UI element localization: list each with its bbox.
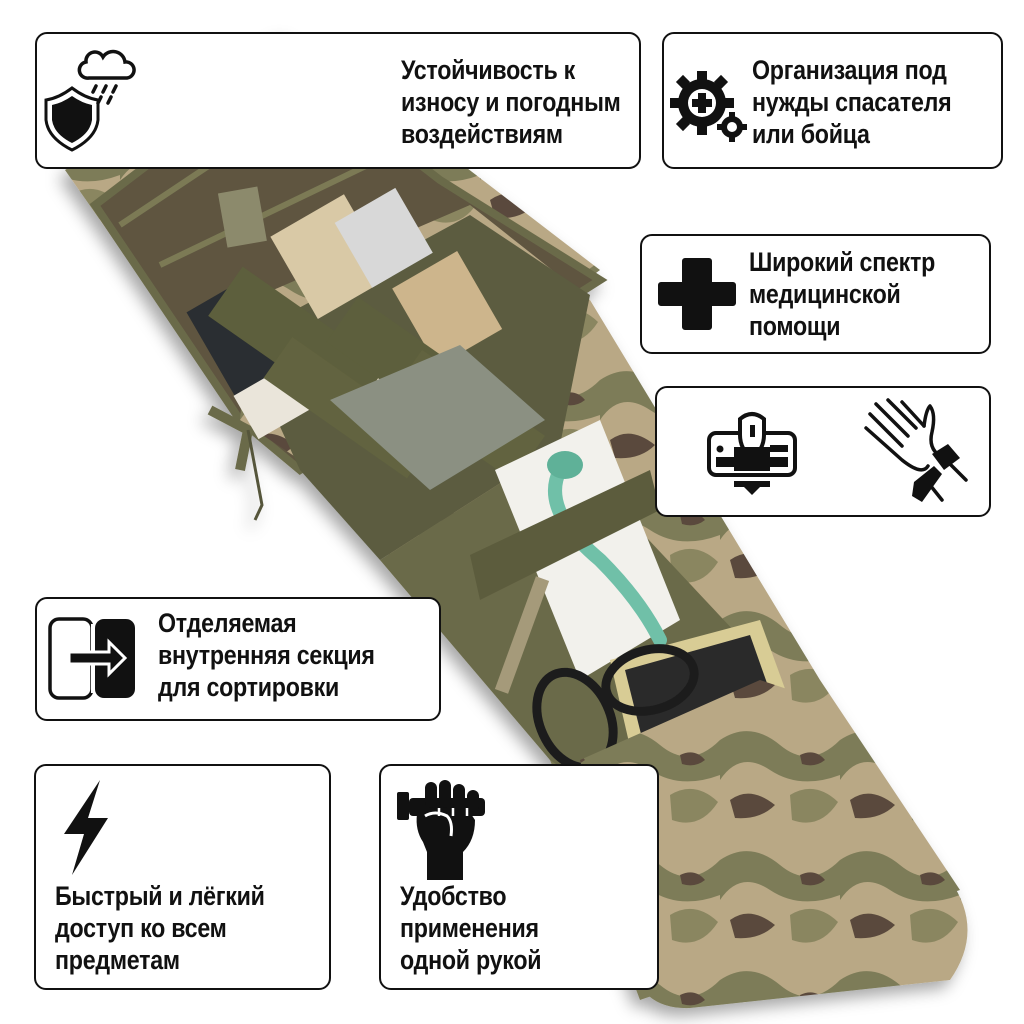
feature-text-medical: Широкий спектр медицинской помощи [749, 247, 936, 341]
fist-grip-icon [397, 780, 485, 880]
shield-rain-icon [44, 49, 136, 152]
molle-shield-icon [707, 412, 797, 495]
lightning-icon [64, 780, 108, 875]
feature-card-fast-access [34, 764, 331, 990]
tourniquet-wrist-icon [864, 398, 968, 502]
feature-text-fast-access: Быстрый и лёгкий доступ ко всем предмета… [55, 881, 265, 975]
feature-card-weather [35, 32, 641, 169]
gear-medical-icon [670, 71, 747, 142]
feature-card-detachable [35, 597, 441, 721]
medical-cross-icon [658, 258, 736, 330]
pull-handle [580, 680, 968, 1009]
feature-text-detachable: Отделяемая внутренняя секция для сортиро… [158, 608, 375, 702]
feature-text-organization: Организация под нужды спасателя или бойц… [752, 55, 952, 149]
detach-arrow-icon [48, 617, 135, 700]
feature-text-weather: Устойчивость к износу и погодным воздейс… [401, 55, 621, 149]
feature-text-one-hand: Удобство применения одной рукой [400, 881, 542, 975]
